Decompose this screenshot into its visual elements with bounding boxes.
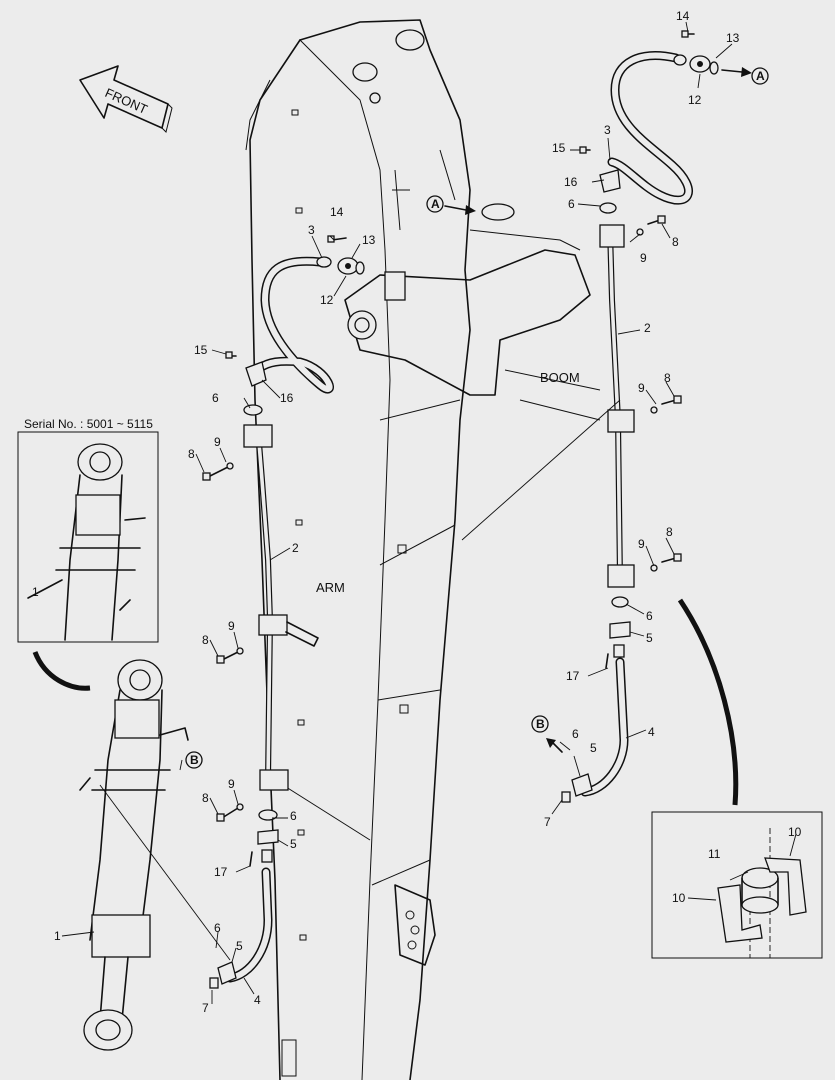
part-label-3: 3	[604, 123, 611, 137]
ref-b-label-1: B	[190, 753, 199, 767]
part-label-7: 7	[544, 815, 551, 829]
part-label-9: 9	[214, 435, 221, 449]
part-label-3: 3	[308, 223, 315, 237]
boom-label: BOOM	[540, 370, 580, 385]
part-label-8: 8	[202, 633, 209, 647]
part-label-13: 13	[362, 233, 376, 247]
part-label-15: 15	[552, 141, 566, 155]
part-label-4: 4	[648, 725, 655, 739]
serial-inset: Serial No. : 5001 ~ 5115	[17, 417, 159, 691]
part-label-9: 9	[640, 251, 647, 265]
part-label-9: 9	[638, 381, 645, 395]
part-label-16: 16	[564, 175, 578, 189]
part-label-17: 17	[214, 865, 228, 879]
ref-b-label-2: B	[536, 717, 545, 731]
part-label-6: 6	[214, 921, 221, 935]
part-label-10: 10	[788, 825, 802, 839]
part-label-6: 6	[568, 197, 575, 211]
part-label-6: 6	[212, 391, 219, 405]
arm-structure	[245, 19, 471, 1080]
ref-a-label-1: A	[431, 197, 440, 211]
part-label-10: 10	[672, 891, 686, 905]
part-label-8: 8	[188, 447, 195, 461]
part-label-17: 17	[566, 669, 580, 683]
arm-label: ARM	[316, 580, 345, 595]
part-label-8: 8	[202, 791, 209, 805]
part-label-2: 2	[644, 321, 651, 335]
leader-lines	[61, 21, 797, 1004]
part-label-12: 12	[320, 293, 334, 307]
part-label-1: 1	[54, 929, 61, 943]
part-label-12: 12	[688, 93, 702, 107]
part-label-8: 8	[672, 235, 679, 249]
part-label-16: 16	[280, 391, 294, 405]
ref-a-label-2: A	[756, 69, 765, 83]
part-label-9: 9	[228, 619, 235, 633]
part-label-6: 6	[290, 809, 297, 823]
part-label-5: 5	[290, 837, 297, 851]
region-labels: BOOM ARM	[316, 370, 580, 595]
part-label-7: 7	[202, 1001, 209, 1015]
part-label-9: 9	[638, 537, 645, 551]
part-label-1: 1	[32, 585, 39, 599]
part-label-13: 13	[726, 31, 740, 45]
front-direction-arrow: FRONT	[79, 65, 173, 133]
part-label-14: 14	[676, 9, 690, 23]
part-label-8: 8	[666, 525, 673, 539]
part-number-labels: 14 13 12 3 15 16 6 9 8 2 9 8 9 8 6 5 17 …	[32, 9, 802, 1015]
ref-a-markers: A A	[426, 67, 769, 215]
part-label-6: 6	[646, 609, 653, 623]
left-hose-assembly	[202, 235, 365, 989]
part-label-2: 2	[292, 541, 299, 555]
part-label-5: 5	[590, 741, 597, 755]
right-hose-assembly	[561, 30, 719, 803]
part-label-9: 9	[228, 777, 235, 791]
part-label-6: 6	[572, 727, 579, 741]
clamp-inset	[651, 598, 823, 959]
ref-b-markers: B B	[185, 715, 563, 769]
part-label-8: 8	[664, 371, 671, 385]
part-label-11: 11	[708, 847, 721, 861]
arm-cylinder	[79, 659, 189, 1051]
part-label-4: 4	[254, 993, 261, 1007]
part-label-14: 14	[330, 205, 344, 219]
boom-structure	[344, 203, 601, 421]
serial-label: Serial No. : 5001 ~ 5115	[24, 417, 153, 431]
part-label-5: 5	[236, 939, 243, 953]
part-label-15: 15	[194, 343, 208, 357]
part-label-5: 5	[646, 631, 653, 645]
